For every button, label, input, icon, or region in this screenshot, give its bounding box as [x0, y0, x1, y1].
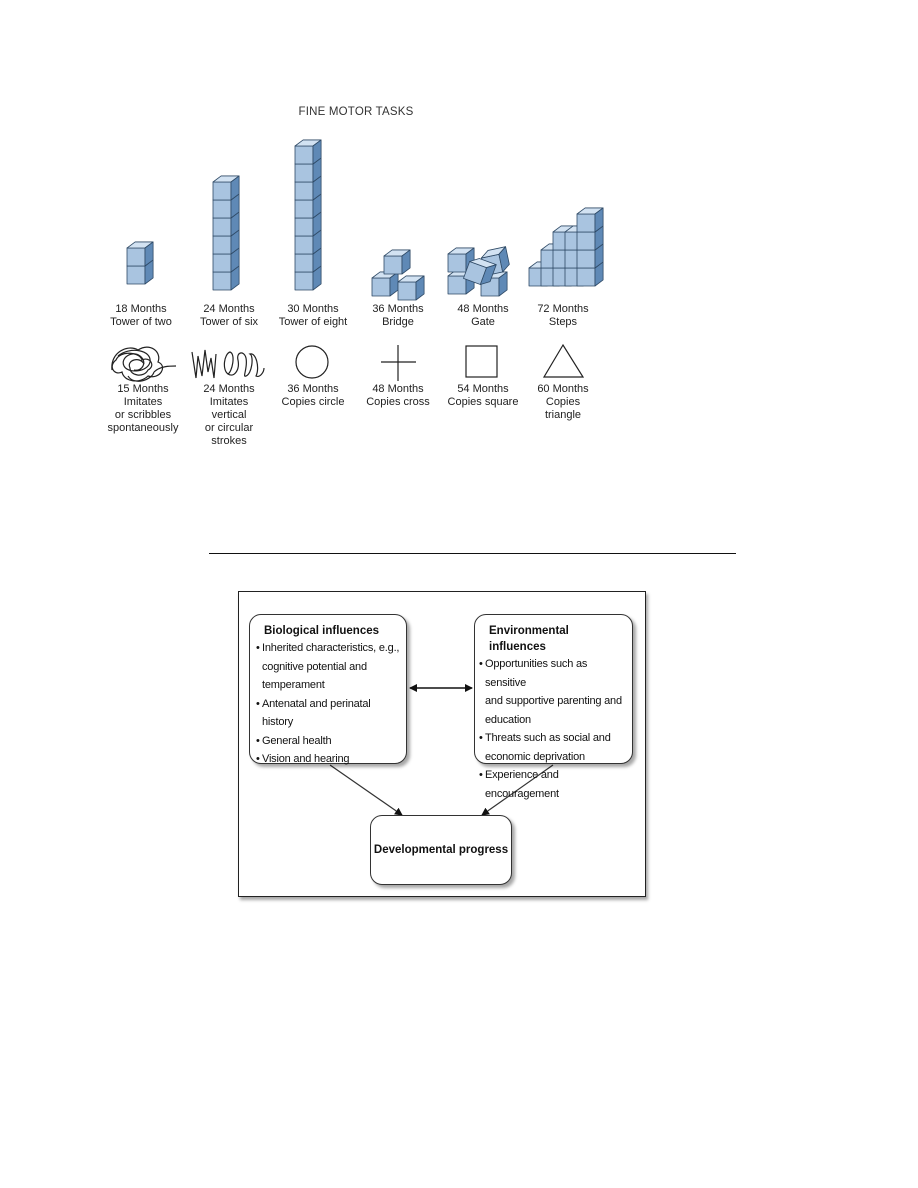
biological-influence-item: General health [256, 732, 402, 751]
biological-influence-item: Vision and hearing [256, 750, 402, 769]
block-task-age: 36 Months [372, 303, 424, 315]
circle-icon [295, 345, 329, 379]
scribble-icon [111, 346, 177, 382]
drawing-task-description: Copies [545, 396, 581, 408]
drawing-task-description: or scribbles [114, 409, 172, 421]
drawing-task-age: 48 Months [372, 383, 424, 395]
block-task-age: 72 Months [537, 303, 589, 315]
block-cube [212, 175, 240, 201]
section-divider [209, 553, 736, 554]
drawing-task-description: Copies circle [281, 396, 345, 408]
block-cube [383, 249, 411, 275]
drawing-task-description: Copies square [447, 396, 519, 408]
drawing-task-description: Imitates [123, 396, 163, 408]
biological-influence-item: Inherited characteristics, e.g., [256, 639, 402, 658]
environmental-influence-item: economic deprivation [485, 750, 585, 763]
drawing-task-age: 36 Months [287, 383, 339, 395]
cross-icon [381, 345, 416, 381]
block-task-name: Steps [548, 316, 578, 328]
environmental-influence-item: education [485, 713, 531, 726]
block-task-age: 18 Months [115, 303, 167, 315]
environmental-influence-item: Threats such as social and [479, 729, 628, 748]
fine-motor-title: FINE MOTOR TASKS [298, 106, 414, 118]
block-task-age: 30 Months [287, 303, 339, 315]
arrow-biological-to-progress [329, 764, 403, 816]
drawing-task-description: vertical [211, 409, 247, 421]
biological-influences-title: Biological influences [264, 625, 380, 637]
drawing-task-description: or circular [204, 422, 254, 434]
environmental-influences-list: Opportunities such as sensitive and suppo… [479, 655, 628, 803]
square-icon [465, 345, 498, 378]
block-cube [576, 207, 604, 233]
block-illustrations [126, 139, 604, 301]
drawing-task-age: 24 Months [203, 383, 255, 395]
drawing-task-age: 54 Months [457, 383, 509, 395]
developmental-progress-box: Developmental progress [370, 815, 512, 885]
biological-influence-item: Antenatal and perinatal history [256, 695, 402, 732]
biological-influences-box: Biological influences Inherited characte… [249, 614, 407, 768]
environmental-influence-item: and supportive parenting and [485, 695, 622, 707]
block-task-age: 24 Months [203, 303, 255, 315]
block-cube [397, 275, 425, 301]
block-cube [126, 241, 154, 267]
drawing-task-description: spontaneously [107, 422, 179, 434]
drawing-task-description: strokes [211, 435, 247, 447]
block-task-name: Tower of six [199, 316, 259, 328]
developmental-progress-label: Developmental progress [373, 843, 509, 856]
drawing-task-age: 60 Months [537, 383, 589, 395]
block-task-name: Gate [471, 316, 495, 328]
block-cube [463, 258, 497, 285]
biological-influence-item: cognitive potential and [262, 660, 367, 673]
biological-influences-list: Inherited characteristics, e.g., cognitiv… [256, 639, 402, 769]
drawing-task-description: Copies cross [366, 396, 430, 408]
strokes-icon [191, 349, 265, 379]
block-task-name: Tower of two [110, 316, 172, 328]
block-task-name: Tower of eight [278, 316, 348, 328]
drawing-illustrations [111, 343, 585, 382]
environmental-influence-item: Opportunities such as sensitive [479, 655, 628, 692]
block-cube [294, 139, 322, 165]
drawing-task-description: Imitates [209, 396, 249, 408]
drawing-task-age: 15 Months [117, 383, 169, 395]
biological-influence-item: temperament [262, 679, 325, 691]
fine-motor-illustrations [111, 139, 604, 382]
environmental-influences-title: Environmental influences [489, 625, 569, 653]
block-task-age: 48 Months [457, 303, 509, 315]
environmental-influence-item: Experience and encouragement [479, 766, 628, 803]
drawing-task-description: triangle [544, 409, 582, 421]
environmental-influences-box: Environmental influences Opportunities s… [474, 614, 633, 800]
block-cube [447, 247, 475, 273]
block-task-name: Bridge [382, 316, 414, 328]
triangle-icon [542, 343, 585, 378]
